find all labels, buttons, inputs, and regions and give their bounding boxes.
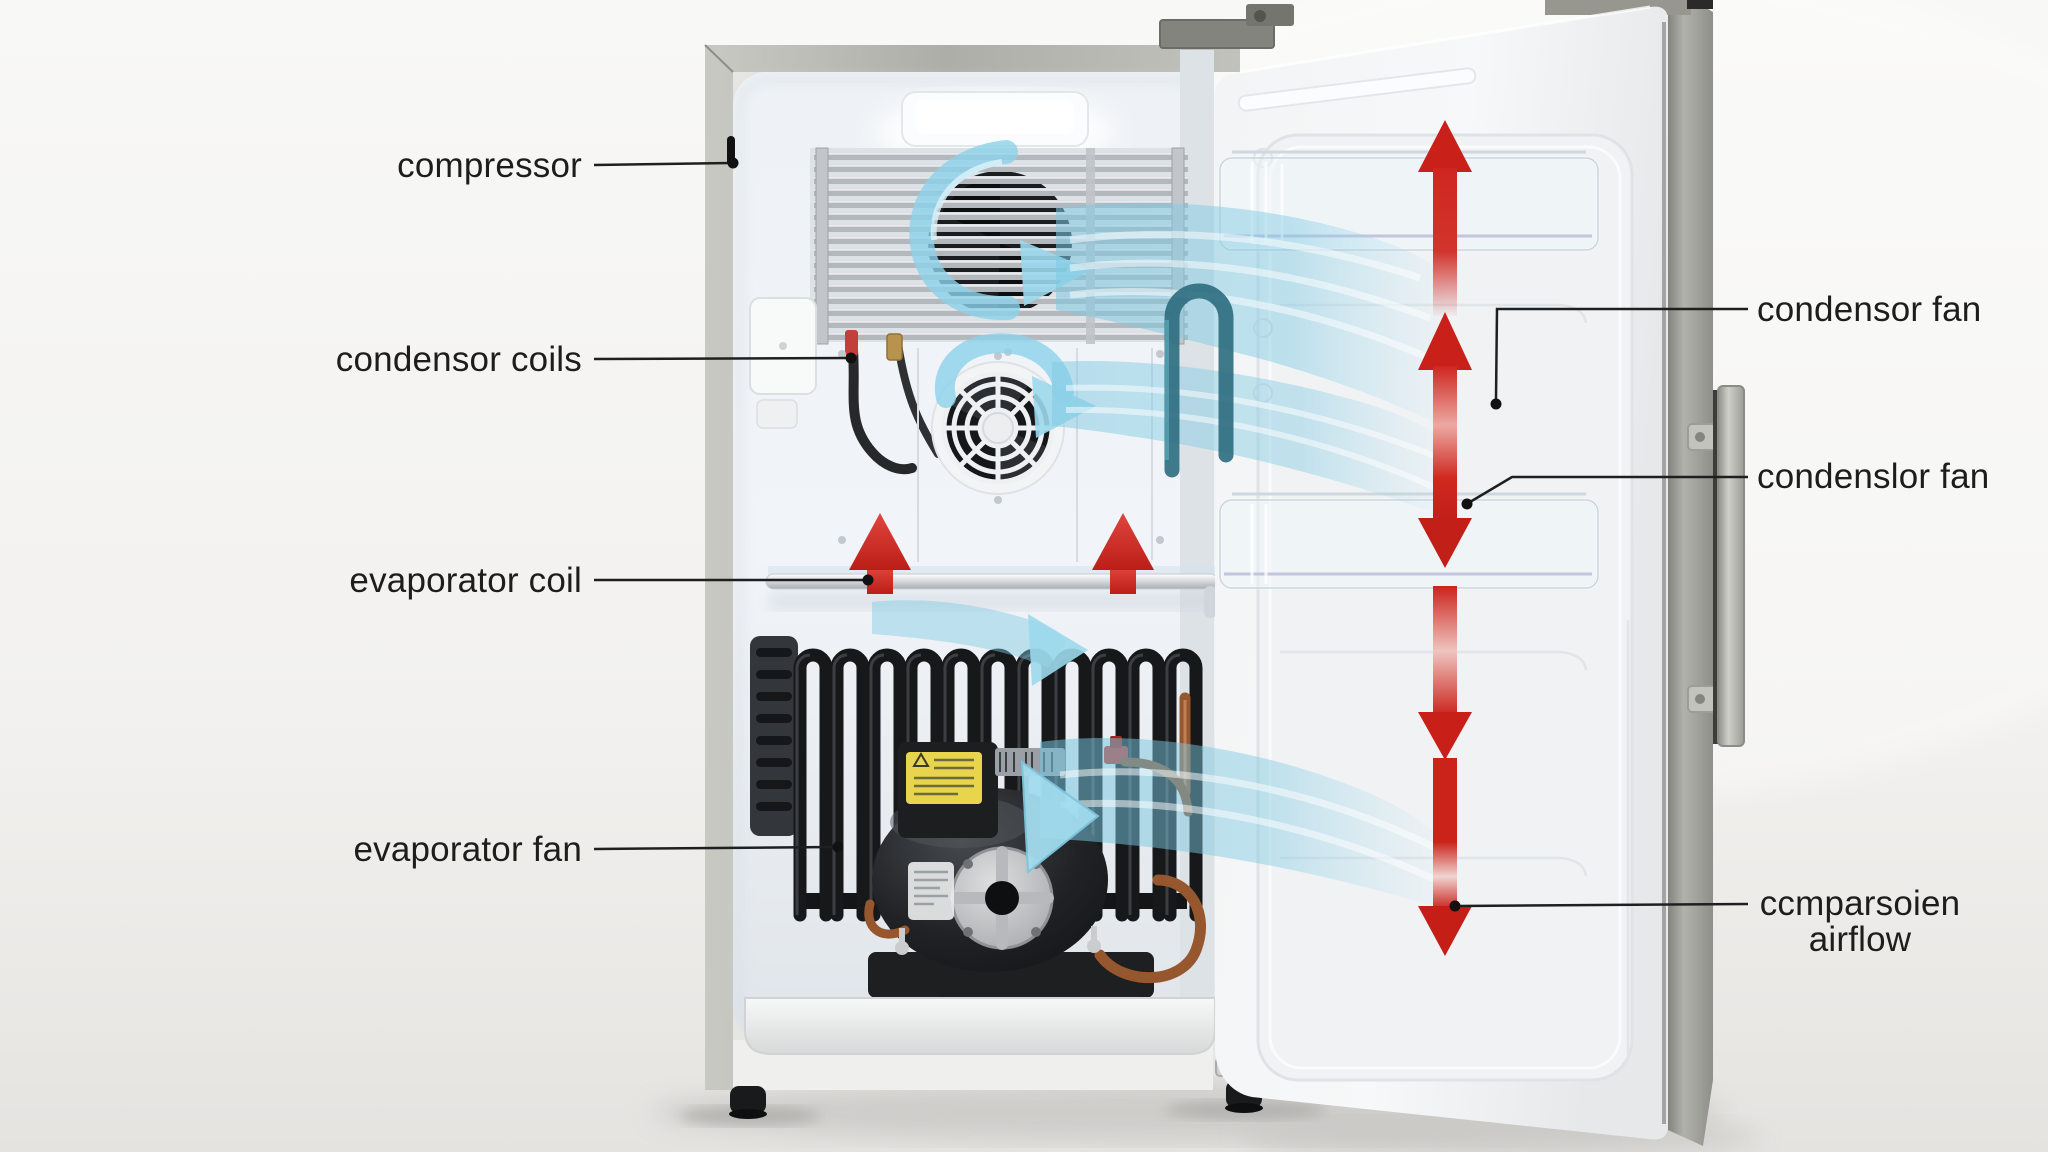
control-box [749, 297, 817, 429]
door-bin-middle [1218, 492, 1600, 590]
side-vent-grille [750, 636, 798, 836]
top-hinge [1159, 4, 1294, 49]
airflow-swoosh-bottom [872, 600, 1452, 912]
airflow-swoosh-top [909, 140, 1450, 430]
cold-airflow [872, 140, 1454, 912]
evaporator-back-fan [931, 352, 1065, 504]
label-evaporator-coil: evaporator coil [349, 561, 582, 600]
spec-sticker [908, 862, 954, 920]
red-fitting [845, 330, 858, 356]
airflow-swoosh-middle [934, 283, 1454, 520]
label-condensor-coils: condensor coils [335, 340, 582, 379]
leader-condensor-fan [1494, 307, 1748, 400]
label-compressor-airflow: ccmparsoien airflow [1759, 884, 1961, 959]
door-top-ledge [1237, 67, 1477, 112]
leader-condenslor-fan [1469, 475, 1748, 504]
door-red-arrow-up-1 [1418, 120, 1472, 316]
base-pan [744, 997, 1216, 1055]
mount-bolts [895, 926, 1101, 955]
frame-corner-bevel [704, 44, 734, 73]
leader-lines [593, 136, 1749, 912]
leader-evaporator-fan [593, 845, 836, 851]
leader-compressor-airflow [1457, 902, 1749, 908]
label-evaporator-fan: evaporator fan [353, 830, 582, 869]
warning-label [906, 752, 982, 804]
label-condensor-fan: condensor fan [1757, 290, 1982, 329]
leader-condensor-coils [593, 356, 849, 361]
door-red-arrow-down-1 [1418, 586, 1472, 760]
teal-duct-tube [1164, 283, 1234, 478]
door-red-arrow-down-2 [1418, 758, 1472, 956]
refrigerant-hoses [845, 330, 942, 475]
label-compressor: compressor [397, 146, 582, 185]
leader-compressor [593, 161, 732, 167]
compressor-mount-plate [868, 952, 1154, 998]
door-edge-band [1668, 4, 1713, 1146]
airflow-arrowhead-lower [1020, 759, 1100, 874]
door-top-pin [1687, 0, 1713, 9]
door-red-arrow-up-down [1418, 312, 1472, 568]
red-up-arrow-right [1092, 513, 1154, 594]
label-condenslor-fan: condenslor fan [1757, 457, 1990, 496]
warm-airflow-door [1418, 120, 1472, 956]
leader-dots [727, 157, 1502, 912]
door-top-highlight [1239, 5, 1651, 74]
front-foot-left [729, 1086, 767, 1119]
handle-bar [1717, 385, 1745, 747]
copper-pipe-loop [1094, 874, 1206, 984]
airflow-arrowhead-lower-entry [1028, 614, 1088, 686]
brass-fitting [886, 333, 903, 361]
